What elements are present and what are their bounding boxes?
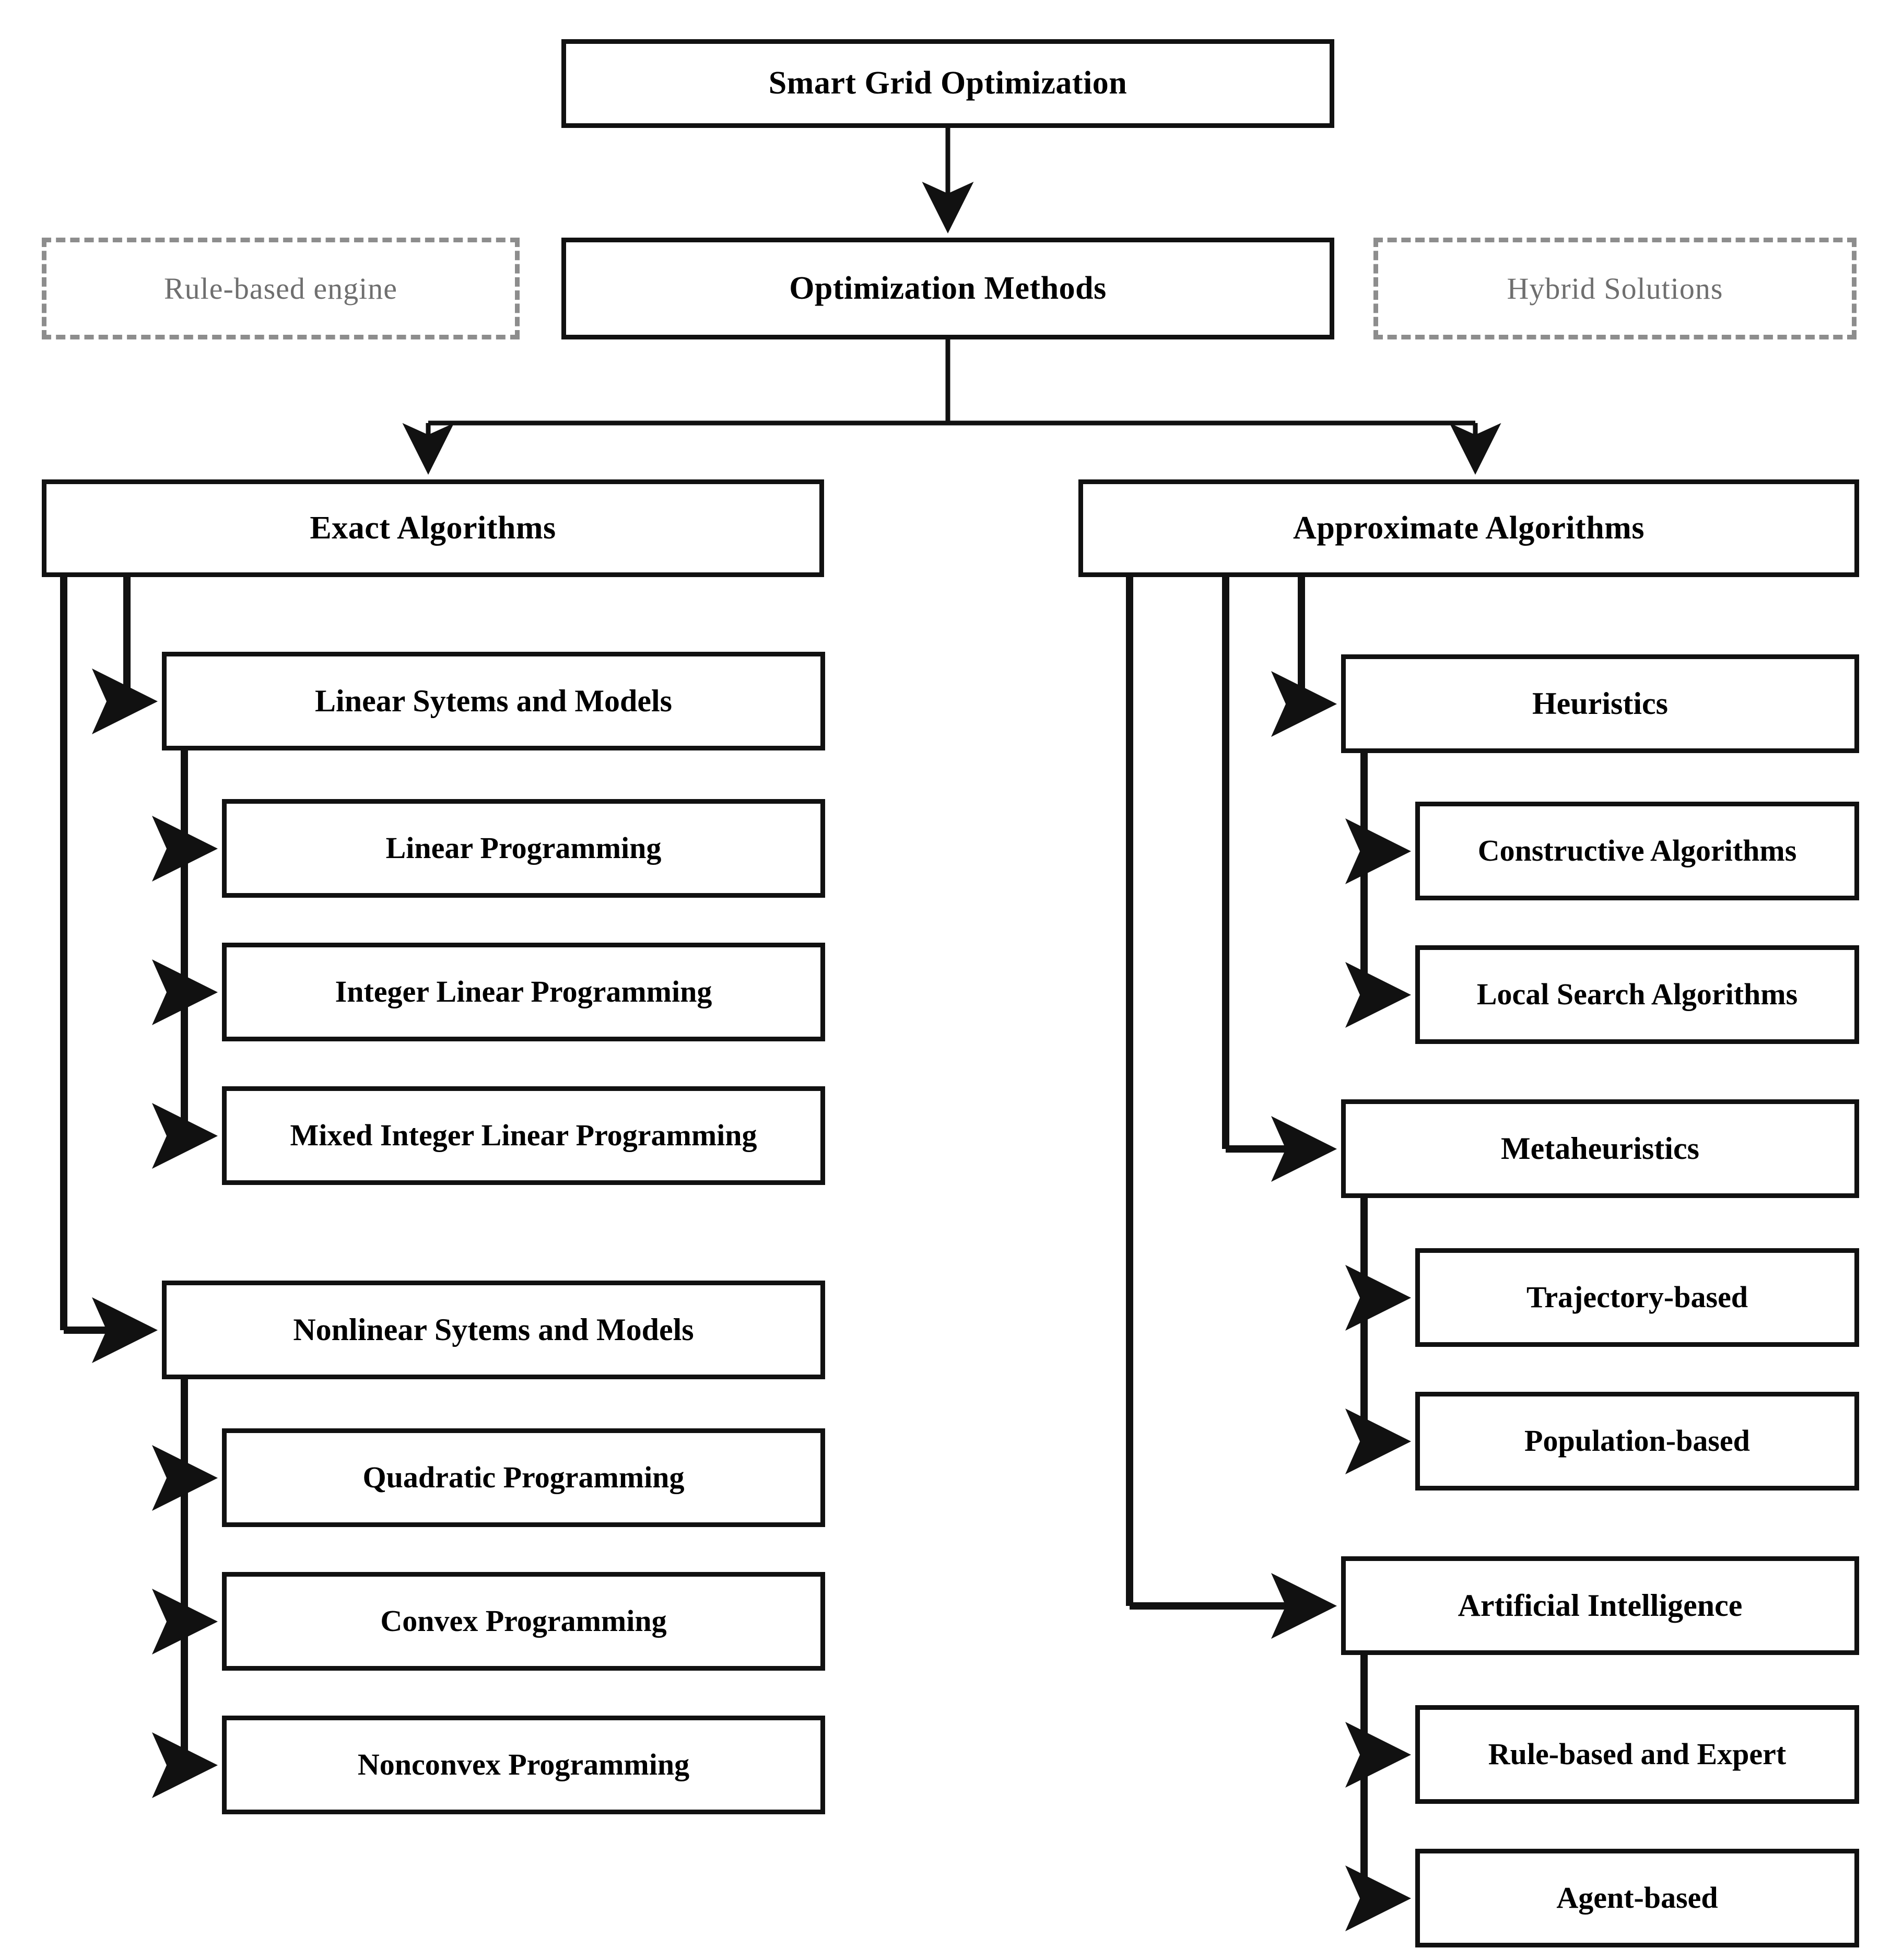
node-linear-systems-and-models[interactable]: Linear Sytems and Models	[162, 652, 825, 750]
ghost-label: Rule-based engine	[163, 272, 397, 306]
node-mixed-integer-linear-programming[interactable]: Mixed Integer Linear Programming	[222, 1086, 825, 1185]
node-label: Constructive Algorithms	[1477, 834, 1797, 868]
node-constructive-algorithms[interactable]: Constructive Algorithms	[1415, 802, 1859, 900]
node-label: Nonconvex Programming	[357, 1747, 690, 1782]
node-integer-linear-programming[interactable]: Integer Linear Programming	[222, 943, 825, 1041]
node-smart-grid-optimization[interactable]: Smart Grid Optimization	[561, 39, 1334, 128]
node-heuristics[interactable]: Heuristics	[1341, 654, 1859, 753]
node-label: Optimization Methods	[789, 270, 1107, 306]
node-label: Nonlinear Sytems and Models	[293, 1312, 694, 1347]
node-label: Local Search Algorithms	[1476, 977, 1798, 1012]
node-optimization-methods[interactable]: Optimization Methods	[561, 238, 1334, 339]
node-local-search-algorithms[interactable]: Local Search Algorithms	[1415, 945, 1859, 1044]
node-label: Convex Programming	[380, 1604, 667, 1638]
node-convex-programming[interactable]: Convex Programming	[222, 1572, 825, 1671]
node-label: Quadratic Programming	[362, 1460, 685, 1495]
node-label: Exact Algorithms	[310, 510, 556, 546]
node-label: Heuristics	[1532, 686, 1668, 721]
node-population-based[interactable]: Population-based	[1415, 1392, 1859, 1490]
node-exact-algorithms[interactable]: Exact Algorithms	[42, 479, 824, 577]
node-artificial-intelligence[interactable]: Artificial Intelligence	[1341, 1556, 1859, 1655]
node-label: Mixed Integer Linear Programming	[290, 1118, 757, 1153]
ghost-label: Hybrid Solutions	[1507, 272, 1723, 306]
node-trajectory-based[interactable]: Trajectory-based	[1415, 1248, 1859, 1347]
node-label: Artificial Intelligence	[1458, 1588, 1743, 1623]
node-linear-programming[interactable]: Linear Programming	[222, 799, 825, 898]
ghost-hybrid-solutions: Hybrid Solutions	[1373, 238, 1857, 339]
node-label: Rule-based and Expert	[1488, 1737, 1787, 1771]
node-quadratic-programming[interactable]: Quadratic Programming	[222, 1428, 825, 1527]
node-label: Agent-based	[1556, 1881, 1718, 1915]
node-approximate-algorithms[interactable]: Approximate Algorithms	[1078, 479, 1859, 577]
node-nonconvex-programming[interactable]: Nonconvex Programming	[222, 1716, 825, 1814]
node-rule-based-and-expert[interactable]: Rule-based and Expert	[1415, 1705, 1859, 1804]
node-label: Smart Grid Optimization	[768, 65, 1127, 101]
ghost-rule-based-engine: Rule-based engine	[42, 238, 520, 339]
node-label: Integer Linear Programming	[335, 975, 712, 1009]
node-label: Approximate Algorithms	[1293, 510, 1644, 546]
node-metaheuristics[interactable]: Metaheuristics	[1341, 1099, 1859, 1198]
node-label: Trajectory-based	[1526, 1280, 1748, 1315]
node-nonlinear-systems-and-models[interactable]: Nonlinear Sytems and Models	[162, 1281, 825, 1379]
node-label: Population-based	[1524, 1424, 1750, 1458]
node-agent-based[interactable]: Agent-based	[1415, 1849, 1859, 1947]
node-label: Linear Sytems and Models	[315, 684, 672, 718]
node-label: Metaheuristics	[1501, 1131, 1699, 1166]
node-label: Linear Programming	[385, 831, 662, 865]
